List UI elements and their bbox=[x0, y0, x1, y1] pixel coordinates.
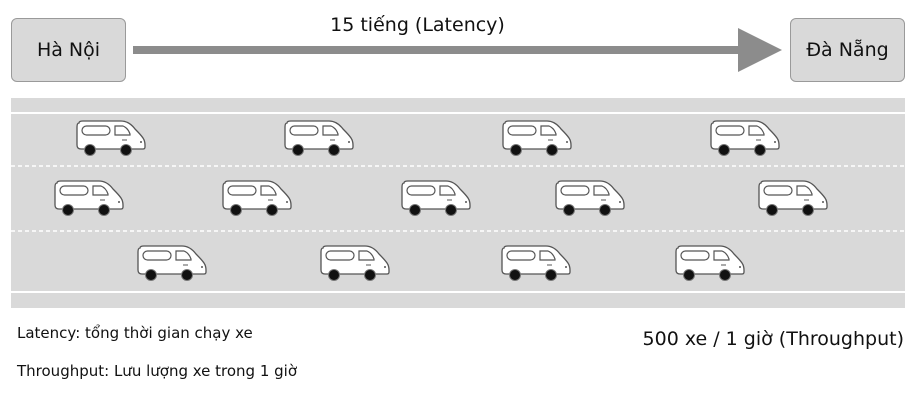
city-hanoi-box: Hà Nội bbox=[11, 18, 126, 82]
city-danang-label: Đà Nẵng bbox=[806, 39, 889, 61]
latency-definition: Latency: tổng thời gian chạy xe bbox=[17, 324, 253, 342]
arrow-head bbox=[738, 28, 782, 72]
city-hanoi-label: Hà Nội bbox=[36, 39, 101, 61]
arrow-shaft bbox=[133, 46, 745, 54]
throughput-definition: Throughput: Lưu lượng xe trong 1 giờ bbox=[17, 362, 298, 380]
throughput-label: 500 xe / 1 giờ (Throughput) bbox=[642, 328, 904, 350]
latency-label: 15 tiếng (Latency) bbox=[330, 14, 505, 36]
city-danang-box: Đà Nẵng bbox=[790, 18, 905, 82]
